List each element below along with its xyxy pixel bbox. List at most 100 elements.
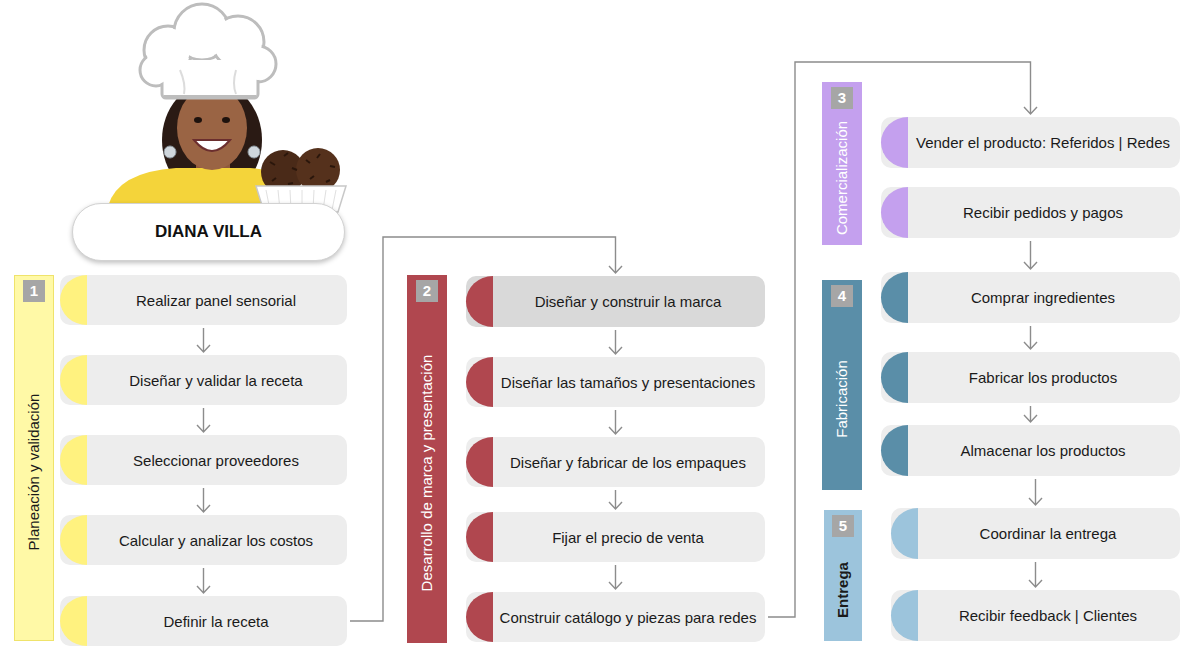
process-label: Fabricar los productos [969,369,1117,386]
eye [194,117,202,123]
flow-arrow [609,330,622,354]
flow-arrow [197,328,210,352]
phase-label-area: Fabricación [823,311,861,487]
process-text-area: Seleccionar proveedores [89,435,343,485]
process-box: Diseñar y fabricar de los empaques [466,437,765,487]
phase-marker [60,596,87,646]
phase-band: 1Planeación y validación [14,275,54,641]
phase-label-area: Desarrollo de marca y presentación [408,306,446,640]
process-text-area: Fijar el precio de venta [495,512,761,562]
process-label: Diseñar y fabricar de los empaques [510,454,746,471]
phase-marker [60,355,87,405]
phase-marker [60,435,87,485]
earring [164,146,176,158]
process-text-area: Comprar ingredientes [910,272,1176,323]
process-box: Recibir feedback | Clientes [891,590,1180,641]
process-label: Construir catálogo y piezas para redes [500,609,757,626]
phase-marker [881,117,908,168]
phase-band: 3Comercialización [822,82,862,245]
phase-label-area: Planeación y validación [15,306,53,638]
process-label: Realizar panel sensorial [136,292,296,309]
process-label: Comprar ingredientes [971,289,1115,306]
earring [248,146,260,158]
person-name: DIANA VILLA [155,222,262,242]
smile [194,140,230,151]
process-box: Realizar panel sensorial [60,275,347,325]
hat-fill [142,6,274,96]
phase-label: Planeación y validación [25,394,42,551]
name-pill: DIANA VILLA [72,203,345,261]
process-box: Comprar ingredientes [881,272,1180,323]
process-label: Fijar el precio de venta [552,529,704,546]
flow-arrow [1029,562,1042,587]
process-label: Almacenar los productos [960,442,1125,459]
phase-label-area: Entrega [825,541,861,638]
process-box: Diseñar las tamaños y presentaciones [466,357,765,407]
process-text-area: Construir catálogo y piezas para redes [495,592,761,642]
process-box: Fabricar los productos [881,352,1180,403]
process-text-area: Diseñar y construir la marca [495,276,761,327]
phase-number: 4 [831,285,853,307]
process-text-area: Fabricar los productos [910,352,1176,403]
eye [222,117,230,123]
process-label: Definir la receta [163,613,268,630]
phase-marker [881,187,908,238]
phase-number: 2 [416,280,438,302]
phase-label-rotator: Desarrollo de marca y presentación [418,355,436,592]
phase-band: 2Desarrollo de marca y presentación [407,275,447,643]
process-box: Vender el producto: Referidos | Redes [881,117,1180,168]
process-box: Fijar el precio de venta [466,512,765,562]
hat-outline [140,4,276,98]
process-text-area: Coordinar la entrega [920,508,1176,559]
phase-label-rotator: Fabricación [833,360,851,438]
process-box: Recibir pedidos y pagos [881,187,1180,238]
phase-marker [60,275,87,325]
process-box: Definir la receta [60,596,347,646]
process-box: Diseñar y construir la marca [466,276,765,327]
phase-number: 1 [23,280,45,302]
hat-band [164,95,256,97]
phase-number: 3 [831,87,853,109]
phase-label: Entrega [834,562,851,618]
process-label: Calcular y analizar los costos [119,532,313,549]
process-box: Diseñar y validar la receta [60,355,347,405]
flow-arrow [197,568,210,593]
process-text-area: Recibir feedback | Clientes [920,590,1176,641]
process-label: Coordinar la entrega [980,525,1117,542]
hat-fold [180,70,236,94]
process-box: Coordinar la entrega [891,508,1180,559]
flow-arrow [609,565,622,589]
process-label: Recibir pedidos y pagos [963,204,1123,221]
phase-marker [466,512,493,562]
phase-label-rotator: Comercialización [833,120,851,234]
phase-label: Fabricación [833,360,850,438]
illustration-part [164,60,256,96]
phase-label-rotator: Planeación y validación [25,394,43,551]
process-box: Seleccionar proveedores [60,435,347,485]
process-box: Almacenar los productos [881,425,1180,476]
process-text-area: Almacenar los productos [910,425,1176,476]
flow-arrow [197,488,210,512]
process-text-area: Calcular y analizar los costos [89,515,343,565]
process-box: Calcular y analizar los costos [60,515,347,565]
phase-marker [60,515,87,565]
flow-arrow [1029,479,1042,505]
phase-marker [881,352,908,403]
flow-arrow [1024,241,1037,269]
phase-label: Desarrollo de marca y presentación [418,355,435,592]
phase-marker [881,272,908,323]
process-label: Diseñar y validar la receta [129,372,302,389]
phase-label-rotator: Entrega [834,562,852,618]
process-text-area: Diseñar y validar la receta [89,355,343,405]
process-label: Diseñar las tamaños y presentaciones [501,374,755,391]
process-box: Construir catálogo y piezas para redes [466,592,765,642]
phase-marker [466,357,493,407]
flow-arrow [609,490,622,509]
phase-band: 5Entrega [824,510,862,641]
phase-marker [881,425,908,476]
process-text-area: Definir la receta [89,596,343,646]
process-text-area: Diseñar y fabricar de los empaques [495,437,761,487]
phase-marker [891,508,918,559]
illustration-part [270,153,335,184]
